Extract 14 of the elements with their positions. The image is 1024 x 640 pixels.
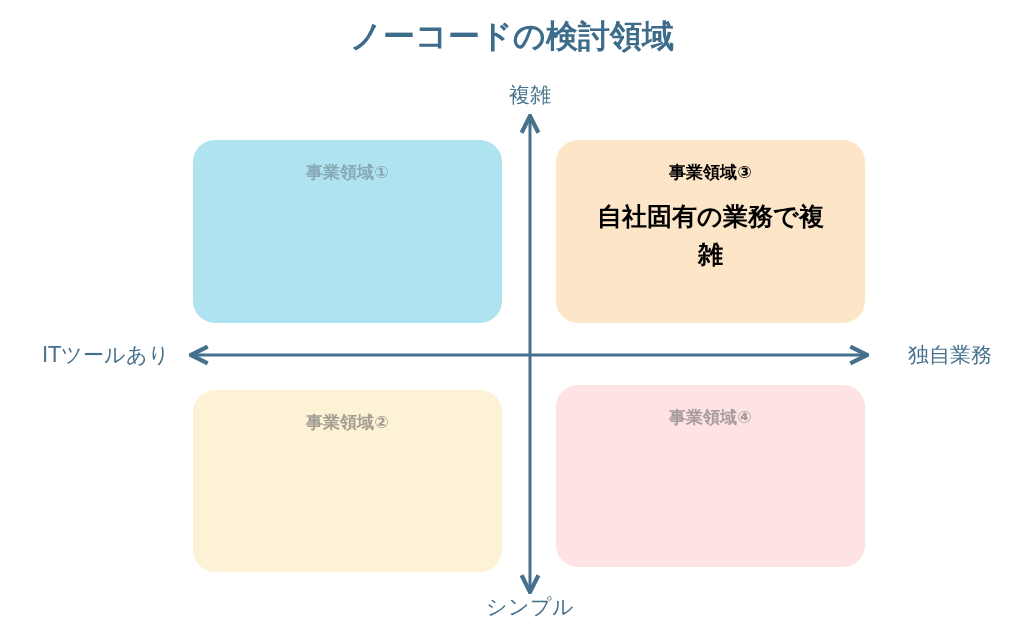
quadrant-box xyxy=(556,140,865,323)
quadrant-description: 自社固有の業務で複雑 xyxy=(596,200,825,271)
diagram-title: ノーコードの検討領域 xyxy=(349,16,675,57)
quadrant-box xyxy=(556,385,865,567)
axis-label: ITツールあり xyxy=(41,342,170,369)
axis-label: 複雑 xyxy=(509,82,551,109)
quadrant-heading: 事業領域① xyxy=(306,161,389,184)
quadrant-box xyxy=(193,140,502,323)
quadrant-heading: 事業領域② xyxy=(306,411,389,434)
axis-label: シンプル xyxy=(486,594,574,621)
quadrant-heading: 事業領域④ xyxy=(669,406,752,429)
quadrant-heading: 事業領域③ xyxy=(669,161,752,184)
axis-label: 独自業務 xyxy=(908,342,992,369)
quadrant-box xyxy=(193,390,502,572)
